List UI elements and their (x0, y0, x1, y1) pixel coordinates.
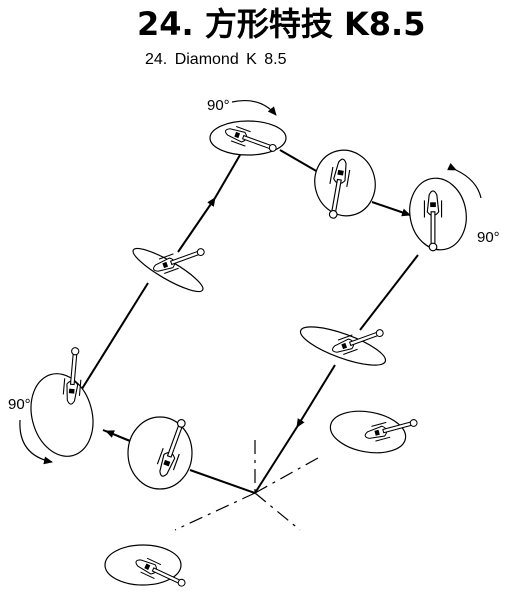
rotation-arrow-left (19, 419, 53, 465)
heli-left-upper-position (132, 243, 208, 293)
path-left-side-segment (79, 282, 149, 393)
path-bottom-left-arrow-segment (105, 430, 131, 442)
page-subtitle: 24. Diamond K 8.5 (145, 51, 287, 68)
heli-right-corner-position (409, 177, 467, 252)
heli-bottom-right-position (329, 410, 420, 454)
rotation-arrow-right (447, 162, 482, 199)
rotation-label-right: 90° (477, 229, 500, 246)
heli-top-position (209, 120, 287, 157)
rotation-label-left: 90° (8, 396, 31, 413)
rotation-arrow-top (231, 99, 277, 116)
path-right-arrow-segment (371, 201, 411, 217)
heli-right-lower-position (299, 324, 387, 366)
rotation-label-top: 90° (207, 97, 230, 114)
heli-right-upper-position (314, 149, 376, 221)
heli-start-position (104, 544, 189, 592)
path-up-arrow-segment (177, 197, 216, 253)
path-left-top-segment (214, 154, 241, 199)
path-top-right-segment (279, 149, 319, 173)
path-return-segment (254, 426, 298, 494)
path-down-arrow-segment (296, 364, 336, 428)
path-right-side-segment (359, 254, 419, 331)
reference-axes (174, 440, 319, 531)
heli-bottom-left-position (127, 416, 193, 490)
path-entry-segment (189, 469, 256, 494)
heli-left-corner-position (30, 346, 94, 457)
page-title: 24. 方形特技 K8.5 (137, 5, 426, 43)
flight-path (79, 149, 419, 494)
